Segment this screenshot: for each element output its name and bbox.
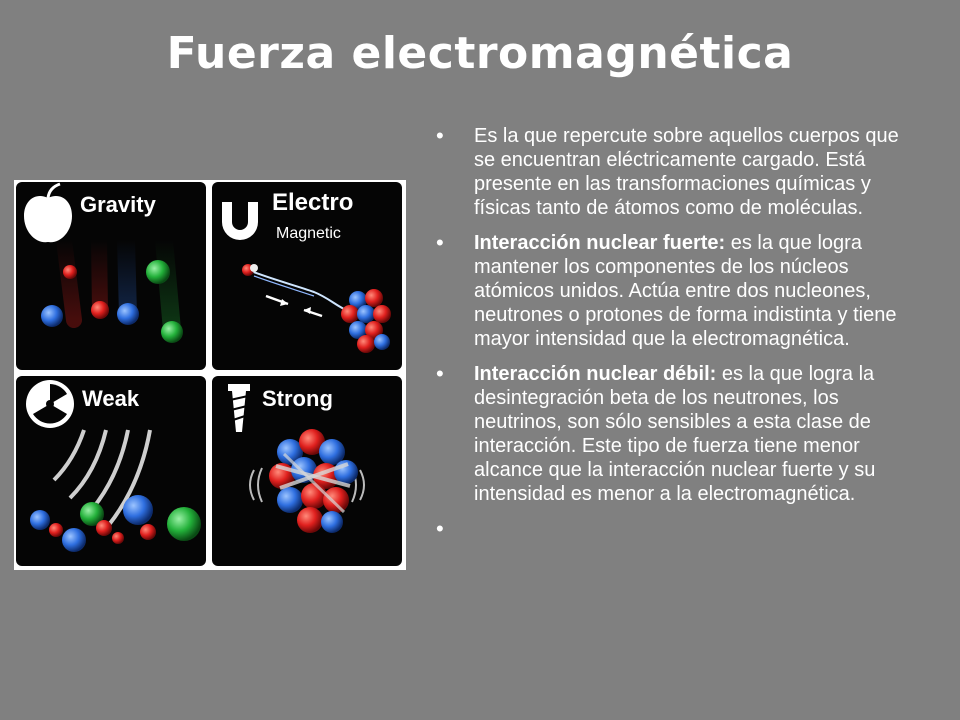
nucleus [341,289,391,353]
four-forces-figure: Gravity Electro Magnetic [14,180,406,570]
green-particle [161,321,183,343]
weak-label: Weak [82,386,140,411]
magnetic-label: Magnetic [276,225,341,242]
bullet-text: es la que logra mantener los componentes… [474,232,897,350]
blue-particle [41,305,63,327]
gravity-label: Gravity [80,192,157,217]
nucleus-cluster [269,429,358,533]
green-particle [146,260,170,284]
red-particle [91,301,109,319]
bullet-item: Es la que repercute sobre aquellos cuerp… [436,124,916,220]
red-particle [63,265,77,279]
bullet-text: es la que logra la desintegración beta d… [474,363,876,505]
blue-particle [117,303,139,325]
bullet-text: Es la que repercute sobre aquellos cuerp… [474,125,899,219]
bullet-list: Es la que repercute sobre aquellos cuerp… [436,124,916,541]
strong-label: Strong [262,386,333,411]
apple-icon [24,182,72,243]
electro-label: Electro [272,189,353,216]
bullet-heading: Interacción nuclear fuerte: [474,232,726,254]
electromagnetic-panel: Electro Magnetic [212,182,402,370]
screw-icon [228,384,250,432]
strong-panel: Strong [212,376,402,566]
bullet-heading: Interacción nuclear débil: [474,363,717,385]
gravity-panel: Gravity [16,182,206,370]
bullet-item: Interacción nuclear débil: es la que log… [436,362,916,506]
bullet-item: Interacción nuclear fuerte: es la que lo… [436,231,916,351]
radiation-icon [26,380,74,428]
slide-title: Fuerza electromagnética [166,28,794,79]
magnet-icon [222,202,258,240]
weak-panel: Weak [16,376,206,566]
